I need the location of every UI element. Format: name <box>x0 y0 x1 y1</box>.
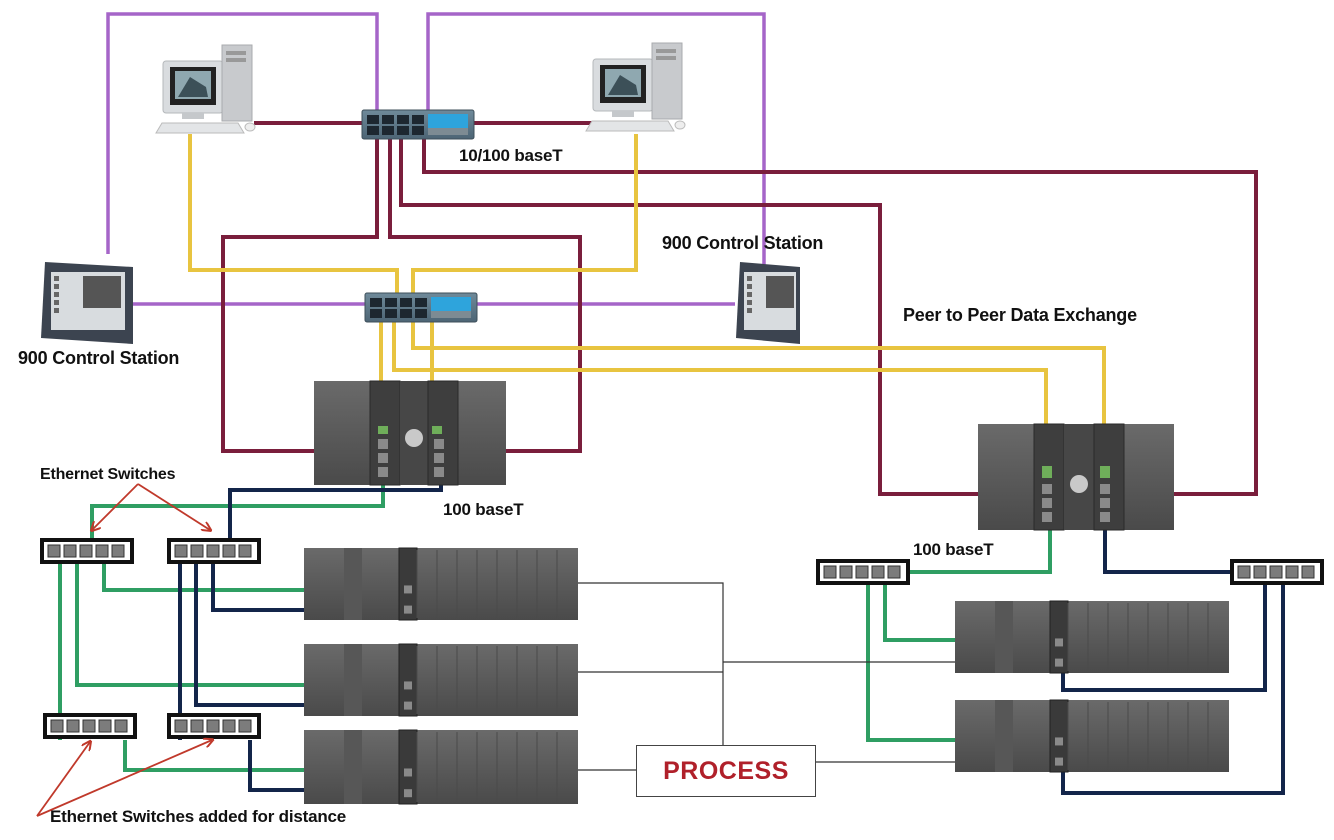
link-maroon-3 <box>422 138 1258 496</box>
label-ethernet-switches: Ethernet Switches <box>40 466 176 483</box>
switch-port <box>114 719 128 733</box>
keyboard <box>585 120 675 132</box>
controller-right <box>978 423 1174 531</box>
label-10-100-baset: 10/100 baseT <box>459 146 563 165</box>
process-box: PROCESS <box>636 745 816 797</box>
workstation-left <box>155 44 256 134</box>
switch-port <box>111 544 125 558</box>
switch-port <box>66 719 80 733</box>
io-rack-5 <box>955 699 1229 773</box>
link-green-3 <box>75 558 405 687</box>
io-rack-4 <box>955 600 1229 674</box>
switch-port <box>98 719 112 733</box>
arrow-to-switch-4 <box>36 740 212 817</box>
io-rack-2 <box>304 643 578 717</box>
switch-port <box>63 544 77 558</box>
process-lines <box>578 582 955 771</box>
io-rack-1 <box>304 547 578 621</box>
workstation-right <box>585 42 686 132</box>
switch-port <box>855 565 869 579</box>
arrow-to-switch-3 <box>36 742 90 817</box>
arrow-to-switch-2 <box>137 483 210 530</box>
switch-port <box>871 565 885 579</box>
link-navy-7 <box>1061 580 1267 692</box>
link-yellow-5 <box>411 316 1106 478</box>
ethernet-switch-3 <box>43 713 137 739</box>
label-control-station-left: 900 Control Station <box>18 348 180 368</box>
control-station-right <box>736 262 800 344</box>
switch-port <box>174 719 188 733</box>
ethernet-switch-1 <box>40 538 134 564</box>
link-maroon-5 <box>221 138 380 453</box>
control-station-left <box>41 262 133 344</box>
switch-port <box>1269 565 1283 579</box>
link-maroon-6 <box>388 138 582 453</box>
keyboard <box>155 122 245 134</box>
link-yellow-2 <box>411 134 638 296</box>
link-yellow-1 <box>188 134 399 296</box>
label-peer-to-peer: Peer to Peer Data Exchange <box>903 305 1137 325</box>
switch-port <box>887 565 901 579</box>
link-purple-1 <box>106 12 379 254</box>
controller-left <box>314 380 506 486</box>
maroon-links <box>221 121 1258 496</box>
switch-port <box>174 544 188 558</box>
label-100-baset-right: 100 baseT <box>913 540 994 559</box>
link-maroon-4 <box>399 138 1044 496</box>
switch-port <box>1285 565 1299 579</box>
switch-port <box>82 719 96 733</box>
link-green-6 <box>907 530 1052 574</box>
process-line-1 <box>578 582 724 745</box>
switch-port <box>1253 565 1267 579</box>
pc-tower <box>651 42 683 120</box>
label-ethernet-switches-distance: Ethernet Switches added for distance <box>50 807 347 826</box>
link-purple-2 <box>426 12 766 268</box>
link-navy-8 <box>1061 580 1285 795</box>
switch-port <box>190 719 204 733</box>
switch-port <box>1237 565 1251 579</box>
ethernet-switch-4 <box>167 713 261 739</box>
arrow-to-switch-1 <box>92 483 139 530</box>
pc-tower <box>221 44 253 122</box>
label-100-baset-left: 100 baseT <box>443 500 524 519</box>
switch-port <box>79 544 93 558</box>
label-control-station-right: 900 Control Station <box>662 233 824 253</box>
switch-port <box>238 544 252 558</box>
io-rack-3 <box>304 729 578 805</box>
switch-port <box>190 544 204 558</box>
controller-knob <box>1070 475 1088 493</box>
switch-port <box>206 544 220 558</box>
ethernet-switch-6 <box>1230 559 1324 585</box>
switch-port <box>222 544 236 558</box>
switch-port <box>222 719 236 733</box>
link-navy-6 <box>1103 520 1238 574</box>
mouse <box>244 122 256 132</box>
process-label: PROCESS <box>663 756 789 785</box>
network-switch-top <box>361 109 475 140</box>
controller-knob <box>405 429 423 447</box>
switch-port <box>50 719 64 733</box>
switch-port <box>1301 565 1315 579</box>
switch-port <box>206 719 220 733</box>
ethernet-switch-2 <box>167 538 261 564</box>
annotation-arrows <box>36 483 212 817</box>
switch-port <box>95 544 109 558</box>
switch-port <box>823 565 837 579</box>
ethernet-switch-5 <box>816 559 910 585</box>
switch-port <box>47 544 61 558</box>
switch-port <box>839 565 853 579</box>
purple-links <box>106 12 766 306</box>
switch-port <box>238 719 252 733</box>
network-switch-middle <box>364 292 478 323</box>
mouse <box>674 120 686 130</box>
